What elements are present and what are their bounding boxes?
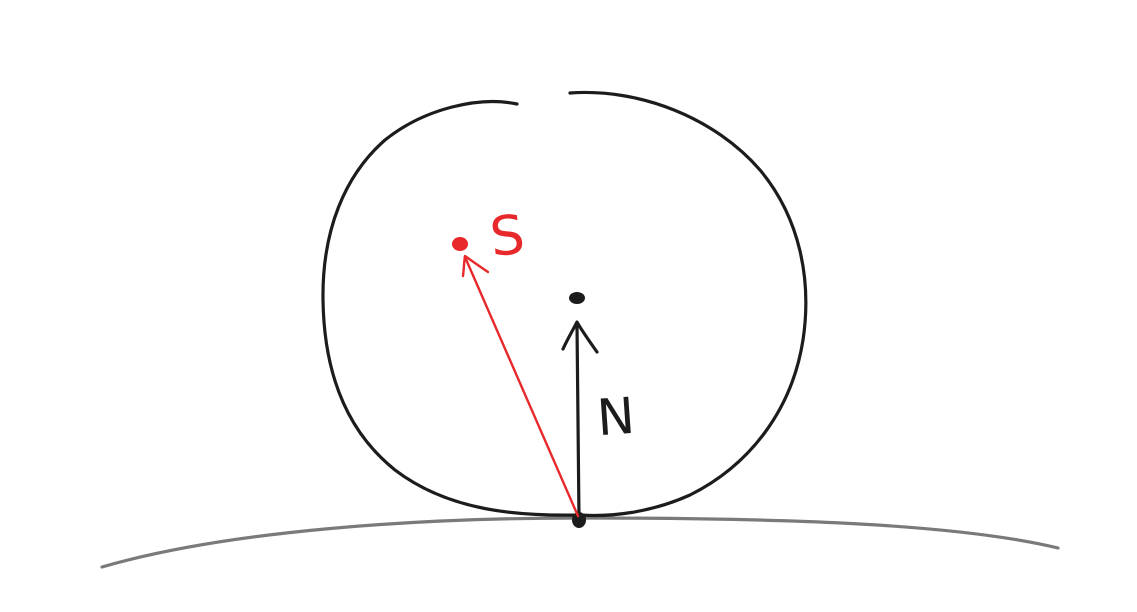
sample-vector (461, 254, 580, 518)
normal-vector-shaft (575, 323, 581, 520)
sample-point (452, 237, 468, 251)
unit-sphere-outline-left (321, 100, 580, 517)
normal-label: N (595, 387, 636, 447)
unit-sphere-outline-right (568, 90, 808, 518)
sample-vector-shaft (463, 255, 580, 518)
sphere-center-point (569, 292, 585, 304)
sample-label: S (487, 203, 528, 269)
normal-vector (561, 320, 599, 520)
normal-vector-arrowhead (561, 320, 599, 354)
sample-vector-arrowhead (461, 254, 490, 278)
surface-point (572, 512, 586, 528)
